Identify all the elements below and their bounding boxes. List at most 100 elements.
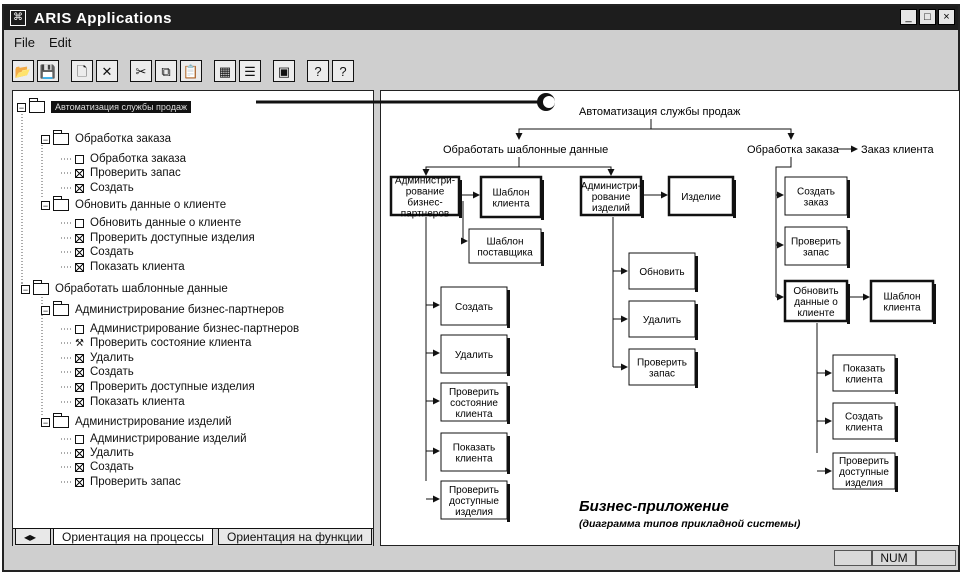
new-document-icon[interactable]: 🗋 xyxy=(71,60,93,82)
table-icon[interactable]: ▦ xyxy=(214,60,236,82)
title-bar[interactable]: ⌘ ARIS Applications _ □ × xyxy=(4,6,958,30)
diagram-box-bp-show[interactable] xyxy=(440,432,508,472)
tree-item-label: Администрирование бизнес-партнеров xyxy=(75,304,285,316)
diagram-caption-subtitle: (диаграмма типов прикладной системы) xyxy=(579,518,801,530)
tree-item-label: Показать клиента xyxy=(90,396,185,408)
help-icon[interactable]: ? xyxy=(307,60,329,82)
tree-item[interactable]: Создать xyxy=(75,182,134,194)
tree-item[interactable]: Обновить данные о клиенте xyxy=(75,217,241,229)
box-shadow xyxy=(541,180,544,220)
box-shadow xyxy=(507,386,510,424)
tree-item-label: Обработка заказа xyxy=(90,153,187,165)
tree-item[interactable]: ⚒Проверить состояние клиента xyxy=(75,337,251,349)
tree-root-label: Автоматизация службы продаж xyxy=(51,101,192,113)
tree-item-label: Проверить состояние клиента xyxy=(90,337,252,349)
diagram-box-ord-update-client[interactable] xyxy=(783,279,849,323)
diagram-box-label: клиенте xyxy=(797,308,834,319)
diagram-box-ord-tpl-client[interactable] xyxy=(869,279,935,323)
main-window: ⌘ ARIS Applications _ □ × File Edit 📂💾 🗋✕… xyxy=(2,4,960,572)
tree-item[interactable]: Администрирование изделий xyxy=(75,433,247,445)
collapse-icon[interactable]: − xyxy=(41,305,50,316)
cut-icon[interactable]: ✂ xyxy=(130,60,152,82)
tree-folder[interactable]: −Обработка заказа xyxy=(41,130,171,145)
collapse-icon[interactable]: − xyxy=(41,134,50,145)
tree-root[interactable]: − Автоматизация службы продаж xyxy=(17,98,192,113)
diagram-box-prod-admin[interactable] xyxy=(579,175,643,217)
open-folder-icon[interactable]: 📂 xyxy=(12,60,34,82)
tree-item[interactable]: Удалить xyxy=(75,447,134,459)
diagram-box-prod-delete[interactable] xyxy=(628,300,696,338)
diagram-box-label: Шаблон xyxy=(492,187,529,199)
diagram-box-ord-create[interactable] xyxy=(784,176,848,216)
paste-icon[interactable]: 📋 xyxy=(180,60,202,82)
tab-functions[interactable]: Ориентация на функции xyxy=(218,529,372,545)
diagram-box-bp-check-avail[interactable] xyxy=(440,480,508,520)
diagram-box-label: Изделие xyxy=(681,192,721,203)
tree-folder[interactable]: − Администрирование бизнес-партнеров xyxy=(41,301,285,316)
tree-item[interactable]: Создать xyxy=(75,366,134,378)
box-shadow xyxy=(895,456,898,492)
close-button[interactable]: × xyxy=(938,9,955,25)
tree-item[interactable]: Обработка заказа xyxy=(75,153,186,165)
box-shadow xyxy=(847,180,850,218)
function-icon xyxy=(75,434,84,444)
tree-item[interactable]: Показать клиента xyxy=(75,396,185,408)
diagram-box-label: Создать xyxy=(797,187,835,198)
diagram-box-bp-delete[interactable] xyxy=(440,334,508,374)
tree-item[interactable]: Проверить запас xyxy=(75,167,181,179)
function-crossed-icon xyxy=(75,353,84,363)
diagram-box-label: Показать xyxy=(453,443,496,454)
box-shadow xyxy=(847,230,850,268)
tree-folder[interactable]: −Администрирование изделий xyxy=(41,413,232,428)
tree-item[interactable]: Проверить доступные изделия xyxy=(75,232,255,244)
tree-item-label: Показать клиента xyxy=(90,261,185,273)
box-shadow xyxy=(895,358,898,394)
list-icon[interactable]: ☰ xyxy=(239,60,261,82)
collapse-icon[interactable]: − xyxy=(41,417,50,428)
diagram-edge xyxy=(775,157,792,175)
diagram-box-bp-check-state[interactable] xyxy=(440,382,508,422)
diagram-box-prod-check-stock[interactable] xyxy=(628,348,696,386)
diagram-box-label: Проверить xyxy=(449,387,499,398)
tab-scroll-arrows[interactable]: ◂▸ xyxy=(15,529,51,545)
menu-file[interactable]: File xyxy=(14,34,35,50)
diagram-box-bp-create[interactable] xyxy=(440,286,508,326)
copy-icon[interactable]: ⧉ xyxy=(155,60,177,82)
tree-item[interactable]: Проверить доступные изделия xyxy=(75,381,255,393)
diagram-box-ord-create-client[interactable] xyxy=(832,402,896,440)
save-icon[interactable]: 💾 xyxy=(37,60,59,82)
view-tabs: ◂▸ Ориентация на процессы Ориентация на … xyxy=(13,528,373,546)
toolbar-separator xyxy=(298,60,304,86)
tree-item[interactable]: Показать клиента xyxy=(75,261,185,273)
tree-folder[interactable]: −Обработать шаблонные данные xyxy=(21,280,228,295)
tree-folder[interactable]: −Обновить данные о клиенте xyxy=(41,196,226,211)
tab-processes[interactable]: Ориентация на процессы xyxy=(53,529,213,545)
menu-edit[interactable]: Edit xyxy=(48,34,72,50)
diagram-box-prod-update[interactable] xyxy=(628,252,696,290)
tree-item[interactable]: Создать xyxy=(75,246,134,258)
context-help-icon[interactable]: ? xyxy=(332,60,354,82)
collapse-icon[interactable]: − xyxy=(41,200,50,211)
maximize-button[interactable]: □ xyxy=(919,9,936,25)
diagram-box-label: поставщика xyxy=(477,248,533,259)
tree-item[interactable]: Создать xyxy=(75,461,134,473)
collapse-icon[interactable]: − xyxy=(17,102,26,113)
tree-item[interactable]: Администрирование бизнес-партнеров xyxy=(75,323,299,335)
tree-item[interactable]: Удалить xyxy=(75,352,134,364)
box-shadow xyxy=(695,304,698,340)
diagram-box-label: Администри- xyxy=(581,181,641,192)
diagram-box-label: партнеров xyxy=(401,209,449,220)
delete-icon[interactable]: ✕ xyxy=(96,60,118,82)
chart-icon[interactable]: ▣ xyxy=(273,60,295,82)
tree-item[interactable]: Проверить запас xyxy=(75,476,181,488)
minimize-button[interactable]: _ xyxy=(900,9,917,25)
tree-connector-lines xyxy=(21,111,73,483)
function-crossed-icon xyxy=(75,382,84,392)
folder-icon xyxy=(53,413,69,428)
box-shadow xyxy=(507,436,510,474)
collapse-icon[interactable]: − xyxy=(21,284,30,295)
diagram-box-tpl-supplier[interactable] xyxy=(468,228,542,264)
diagram-box-bp-admin[interactable] xyxy=(389,175,461,217)
tree-item-label: Удалить xyxy=(90,447,134,459)
